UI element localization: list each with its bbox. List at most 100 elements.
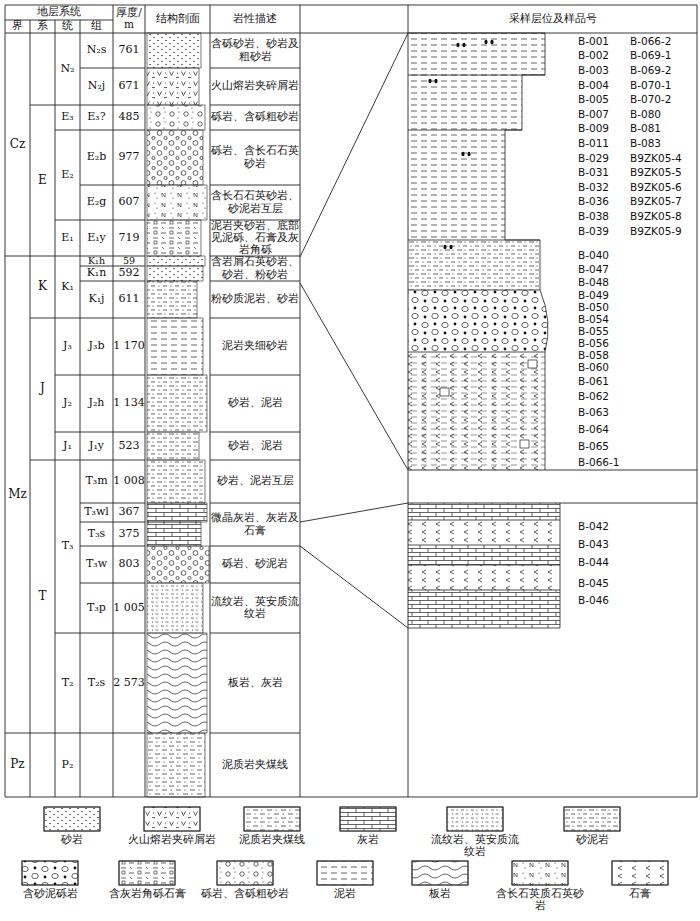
sample-number: B-063 [578,406,628,419]
table-cell-text: 砾岩、含砾粗砂岩 [211,106,299,129]
sample-number: B-069-1 [630,50,694,63]
table-cell-text: 火山熔岩夹碎屑岩 [211,69,299,104]
grid-line [55,105,80,106]
sample-column-lower [408,503,560,628]
table-cell-text: 泥质岩夹煤线 [211,734,299,796]
table-cell-text: 1 005 [113,583,145,633]
table-cell-text: 592 [113,266,145,281]
grid-line [80,318,145,319]
table-cell-text: 607 [113,185,145,220]
sample-number: B-002 [578,50,628,63]
grid-line [80,185,145,186]
legend-swatch [412,861,468,885]
table-cell-text: T [30,460,55,733]
table-cell-text: J₂ [55,375,80,432]
legend-text: 含灰岩角砾石膏 [103,888,191,914]
sample-number: B-054 [578,313,628,326]
table-cell-text: T₃ [55,460,80,633]
table-cell-text: 砾岩、砂泥岩 [211,547,299,582]
grid-line [210,633,300,634]
lithology-fill [147,733,205,797]
sample-number: B-048 [578,276,628,289]
grid-line [5,256,30,257]
drawing-part [461,152,464,157]
grid-line [5,733,30,734]
sample-number: B-050 [578,301,628,314]
sample-number: B9ZK05-5 [630,166,694,179]
lithology-fill [147,281,197,318]
grid-line [210,130,300,131]
table-cell-text: N₂s [80,33,113,68]
table-cell-text: T₃w [80,546,113,583]
drawing-part [408,520,560,545]
sample-number: B-004 [578,79,628,92]
table-cell-text: T₃m [80,460,113,503]
sample-column-marks [428,40,537,448]
grid-line [55,220,80,221]
grid-line [5,797,697,798]
grid-line [300,5,301,797]
drawing-part [462,43,465,48]
table-cell-text: 611 [113,281,145,318]
sample-number: B-060 [578,361,628,374]
lithology-fill [147,633,207,733]
grid-line [210,583,300,584]
sample-column-outline [408,33,548,470]
table-cell-text: 1 170 [113,318,145,375]
grid-line [80,460,145,461]
grid-line [30,256,55,257]
table-cell-text: 803 [113,546,145,583]
table-cell-text: 界 [5,20,30,33]
grid-line [80,633,145,634]
table-cell-text: K [30,256,55,318]
table-cell-text: T₃p [80,583,113,633]
lithology-fill [147,583,203,633]
grid-line [697,5,698,797]
legend-text: 砂泥岩 [546,834,638,860]
grid-line [55,375,80,376]
lithology-fill [147,130,203,185]
drawing-part [408,33,548,240]
grid-line [5,5,6,797]
grid-line [80,20,81,797]
grid-line [80,522,145,523]
lithology-fill [147,503,207,522]
legend-text: 含长石英质石英砂岩 [496,888,584,914]
sample-number: B9ZK05-6 [630,181,694,194]
grid-line [210,432,300,433]
table-cell-text: K₁h [80,256,113,266]
legend-swatch [612,861,668,885]
legend-swatch [447,807,503,831]
table-cell-text: J₃b [80,318,113,375]
frame-lines [300,33,697,628]
table-cell-text: 1 134 [113,375,145,432]
grid-line [55,130,80,131]
lithology-fill [147,256,205,266]
table-cell-text: 地层系统 [5,5,113,20]
table-cell-text: 1 008 [113,460,145,503]
sample-number: B-029 [578,152,628,165]
legend-text: 灰岩 [322,834,414,860]
drawing-part [408,352,548,470]
grid-line [55,256,80,257]
legend-swatch [317,861,373,885]
drawing-part [434,79,437,84]
table-cell-text: 砾岩、含长石石英砂岩 [211,131,299,184]
drawing-part [467,152,470,157]
sample-number: B-047 [578,263,628,276]
sample-number: B-045 [578,577,628,590]
table-cell-text: T₃s [80,522,113,546]
table-cell-text: J [30,318,55,460]
sample-number: B-003 [578,64,628,77]
lithology-fill [147,33,201,68]
sample-number: B-031 [578,166,628,179]
grid-line [210,185,300,186]
drawing-part [484,40,487,45]
table-cell-text: 厚度/m [113,5,145,33]
table-cell-text: 含长石石英砂岩、砂泥岩互层 [211,186,299,219]
grid-line [55,20,56,797]
table-cell-text: 719 [113,220,145,256]
drawing-part [428,79,431,84]
grid-line [5,33,697,34]
drawing-part [408,75,545,352]
